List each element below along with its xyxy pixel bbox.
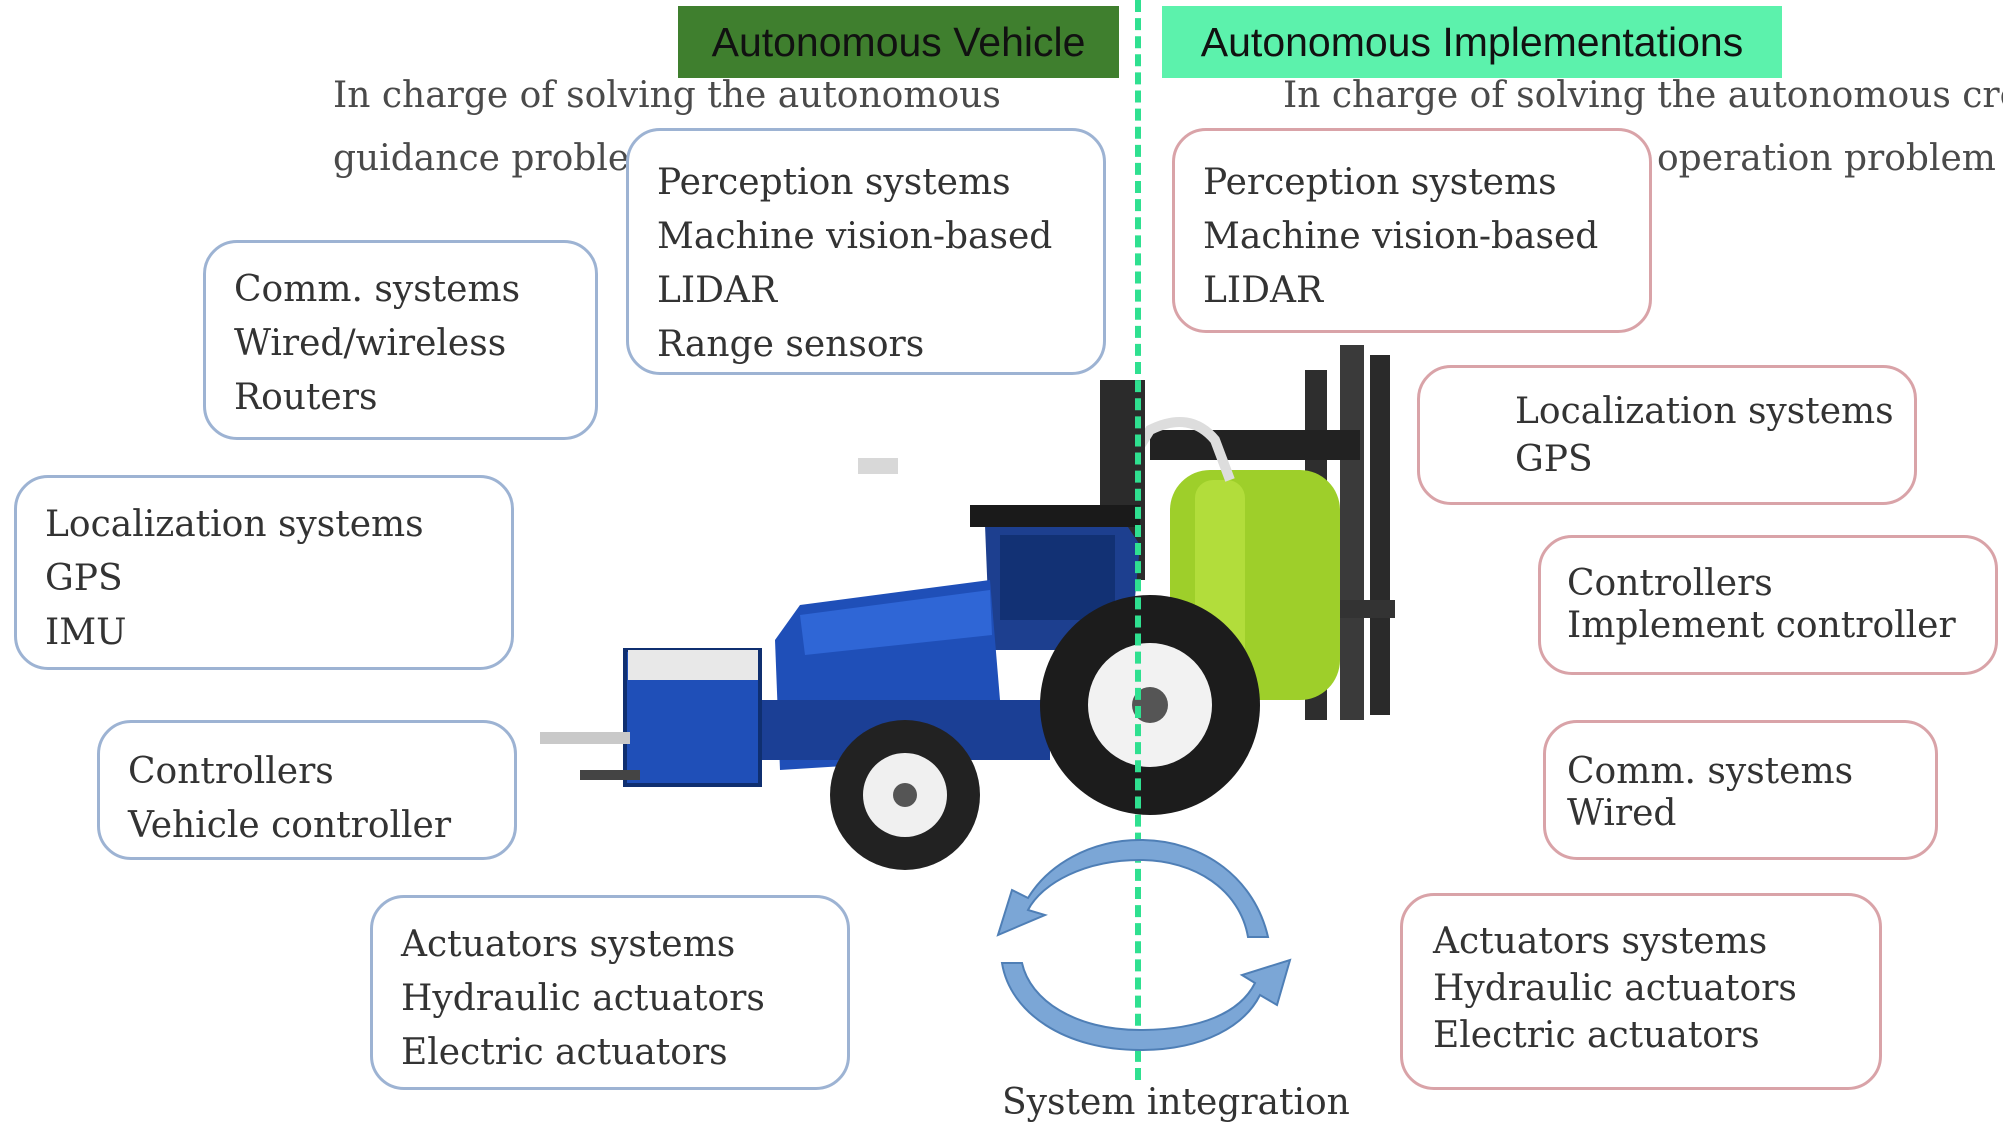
box-line: IMU [45, 612, 127, 653]
rear-wheel [1040, 595, 1260, 815]
front-weight-box [623, 648, 762, 787]
roof-camera [858, 458, 898, 474]
implement-description-line-2: operation problem [1657, 138, 1996, 179]
box-line: Perception systems [1203, 162, 1557, 203]
roll-bar [1120, 417, 1235, 482]
box-line: GPS [45, 558, 123, 599]
system-integration-label: System integration [1002, 1082, 1350, 1123]
box-line: Electric actuators [401, 1032, 728, 1073]
bottom-curved-arrow [1000, 958, 1292, 1052]
box-line: Vehicle controller [128, 805, 452, 846]
box-line: Comm. systems [1567, 751, 1854, 792]
box-line: Actuators systems [401, 924, 736, 965]
implement-controllers-box: Controllers Implement controller [1538, 535, 1998, 675]
vehicle-description-line-1: In charge of solving the autonomous [333, 75, 1001, 116]
implement-actuators-box: Actuators systems Hydraulic actuators El… [1400, 893, 1882, 1090]
box-line: Controllers [1567, 563, 1773, 604]
implement-perception-box: Perception systems Machine vision-based … [1172, 128, 1652, 333]
box-line: Implement controller [1567, 605, 1956, 646]
box-line: Hydraulic actuators [1433, 968, 1797, 1009]
box-line: Hydraulic actuators [401, 978, 765, 1019]
vehicle-controllers-box: Controllers Vehicle controller [97, 720, 517, 860]
vehicle-actuators-box: Actuators systems Hydraulic actuators El… [370, 895, 850, 1090]
top-curved-arrow [996, 838, 1270, 938]
box-line: Controllers [128, 751, 334, 792]
box-line: Wired [1567, 793, 1677, 834]
box-line: Wired/wireless [234, 323, 507, 364]
implement-comm-box: Comm. systems Wired [1543, 720, 1938, 860]
integration-cycle-arrows [996, 838, 1292, 1052]
vehicle-perception-box: Perception systems Machine vision-based … [626, 128, 1106, 375]
box-line: Routers [234, 377, 378, 418]
vehicle-implement-divider [1135, 0, 1141, 1080]
box-line: Machine vision-based [1203, 216, 1599, 257]
vehicle-comm-box: Comm. systems Wired/wireless Routers [203, 240, 598, 440]
vehicle-localization-box: Localization systems GPS IMU [14, 475, 514, 670]
vehicle-description-line-2: guidance problem [333, 138, 664, 179]
front-linkage [540, 732, 640, 780]
tractor-cab [970, 505, 1140, 650]
box-line: Localization systems [1515, 391, 1894, 432]
front-wheel [830, 720, 980, 870]
box-line: Range sensors [657, 324, 925, 365]
implement-description-line-1: In charge of solving the autonomous crop [1283, 75, 2003, 116]
box-line: LIDAR [1203, 270, 1324, 311]
autonomous-implementations-banner: Autonomous Implementations [1162, 6, 1782, 78]
box-line: LIDAR [657, 270, 778, 311]
box-line: Comm. systems [234, 269, 521, 310]
box-line: GPS [1515, 439, 1593, 480]
box-line: Localization systems [45, 504, 424, 545]
box-line: Perception systems [657, 162, 1011, 203]
implement-localization-box: Localization systems GPS [1417, 365, 1917, 505]
box-line: Machine vision-based [657, 216, 1053, 257]
autonomous-vehicle-banner: Autonomous Vehicle [678, 6, 1119, 78]
box-line: Actuators systems [1433, 921, 1768, 962]
box-line: Electric actuators [1433, 1015, 1760, 1056]
